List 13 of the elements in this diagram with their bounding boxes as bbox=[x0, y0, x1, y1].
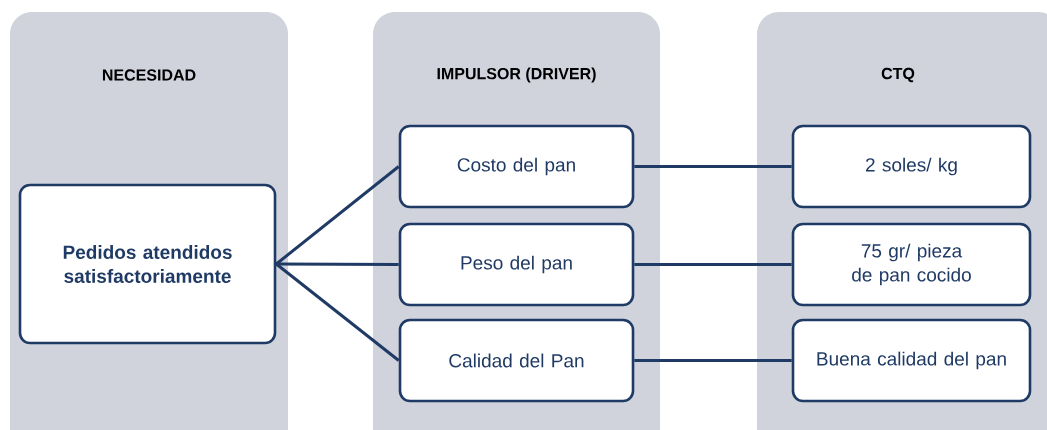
connector-line bbox=[275, 165, 400, 266]
connector-line bbox=[275, 262, 400, 362]
text-box: Peso del pan bbox=[398, 222, 635, 307]
text-box: 75 gr/ pieza de pan cocido bbox=[791, 222, 1032, 307]
connector-line bbox=[634, 263, 792, 266]
text-box: Pedidos atendidos satisfactoriamente bbox=[18, 183, 277, 345]
connector-line bbox=[634, 165, 792, 168]
text-box: 2 soles/ kg bbox=[791, 124, 1032, 209]
connector-line bbox=[276, 262, 399, 266]
text-box: Calidad del Pan bbox=[398, 318, 635, 403]
connector-line bbox=[634, 359, 792, 362]
text-box: Costo del pan bbox=[398, 124, 635, 209]
text-box: Buena calidad del pan bbox=[791, 318, 1032, 403]
